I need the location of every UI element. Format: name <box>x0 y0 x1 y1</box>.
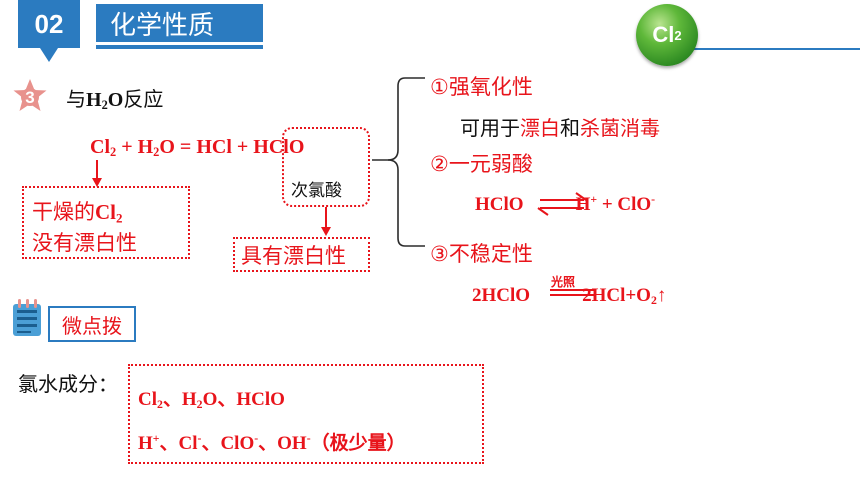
decomp-o-sub: 2 <box>650 293 657 307</box>
item-title-suffix: 反应 <box>123 87 164 111</box>
comp-cl: Cl <box>138 389 157 410</box>
item-title-h: H <box>86 89 102 111</box>
decomp-right: 2HCl+O <box>582 285 651 306</box>
comp-cl-sub: 2 <box>157 397 163 411</box>
section-title-underline <box>96 45 263 49</box>
desc-part1: 可用于 <box>460 116 520 140</box>
ion-oh-sup: - <box>306 431 311 445</box>
desc-and: 和 <box>560 116 580 140</box>
header-divider <box>640 48 860 50</box>
eq-hclo: HClO <box>253 136 305 158</box>
property-unstable: ③不稳定性 <box>430 242 533 266</box>
ion-oh: 、OH <box>258 433 307 454</box>
comp-h-sub: 2 <box>196 397 203 411</box>
ion-clo2: 、ClO <box>201 433 255 454</box>
composition-ions: H+、Cl-、ClO-、OH-（极少量） <box>138 428 406 455</box>
composition-box <box>128 364 484 464</box>
ion-hplus-sup: + <box>152 431 160 445</box>
decomp-left: 2HClO <box>472 285 531 306</box>
item-title-o: O <box>107 89 124 111</box>
composition-molecules: Cl2、H2O、HClO <box>138 384 285 412</box>
eq-plus-h: + H <box>116 136 154 158</box>
eq-cl-sub: 2 <box>110 145 117 160</box>
dry-formula-sub: 2 <box>116 210 123 226</box>
eq-rest: O = HCl + <box>159 136 254 158</box>
desc-bleach: 漂白 <box>520 116 560 140</box>
ion-hplus: H <box>138 433 153 454</box>
hclo-name: 次氯酸 <box>291 181 342 201</box>
property-oxidizing-desc: 可用于漂白和杀菌消毒 <box>460 112 660 141</box>
item-title-prefix: 与 <box>66 87 86 111</box>
eq-cl: Cl <box>90 136 110 158</box>
property-weak-acid: ②一元弱酸 <box>430 152 533 176</box>
decomposition-equation: 2HClO 2HCl+O2↑ <box>472 285 666 308</box>
ion-left: HClO <box>475 194 524 216</box>
reaction-condition: 光照 <box>551 275 576 289</box>
bleach-text: 具有漂白性 <box>241 244 346 268</box>
desc-disinfect: 杀菌消毒 <box>580 116 660 140</box>
bleach-box <box>233 237 370 272</box>
tip-label: 微点拨 <box>48 306 136 342</box>
dry-text: 干燥的 <box>32 200 95 224</box>
dry-chlorine-box <box>22 186 190 259</box>
ion-h: H <box>575 194 591 216</box>
ion-cl: 、Cl <box>159 433 198 454</box>
property-oxidizing: ①强氧化性 <box>430 75 533 99</box>
reaction-equation: Cl2 + H2O = HCl + HClO <box>90 136 304 160</box>
dry-chlorine-line1: 干燥的Cl2 <box>32 196 123 226</box>
dry-chlorine-line2: 没有漂白性 <box>32 231 137 255</box>
ion-clo: + ClO <box>597 194 652 216</box>
composition-label: 氯水成分： <box>18 372 118 396</box>
ion-h-sup: + <box>590 193 598 206</box>
item-title-sub: 2 <box>101 98 108 113</box>
ion-cl-sup: - <box>197 431 202 445</box>
comp-h: 、H <box>162 389 197 410</box>
badge-element: Cl <box>652 22 675 47</box>
hclo-box <box>282 127 370 207</box>
ionization-equation: HClO H+ + ClO- <box>475 193 655 216</box>
badge-subscript: 2 <box>674 27 682 43</box>
item-number: 3 <box>25 88 34 107</box>
star-number-icon: 3 <box>13 79 47 111</box>
ion-note: （极少量） <box>310 433 406 454</box>
dry-formula: Cl <box>95 200 116 224</box>
section-number: 02 <box>18 0 80 62</box>
item-title: 与H2O反应 <box>66 83 163 113</box>
gas-arrow-icon: ↑ <box>656 285 667 306</box>
section-title: 化学性质 <box>96 4 263 42</box>
ion-clo2-sup: - <box>254 431 259 445</box>
eq-h-sub: 2 <box>153 145 160 160</box>
comp-rest: O、HClO <box>202 389 285 410</box>
notepad-icon <box>13 299 41 336</box>
ion-clo-sup: - <box>651 193 656 206</box>
